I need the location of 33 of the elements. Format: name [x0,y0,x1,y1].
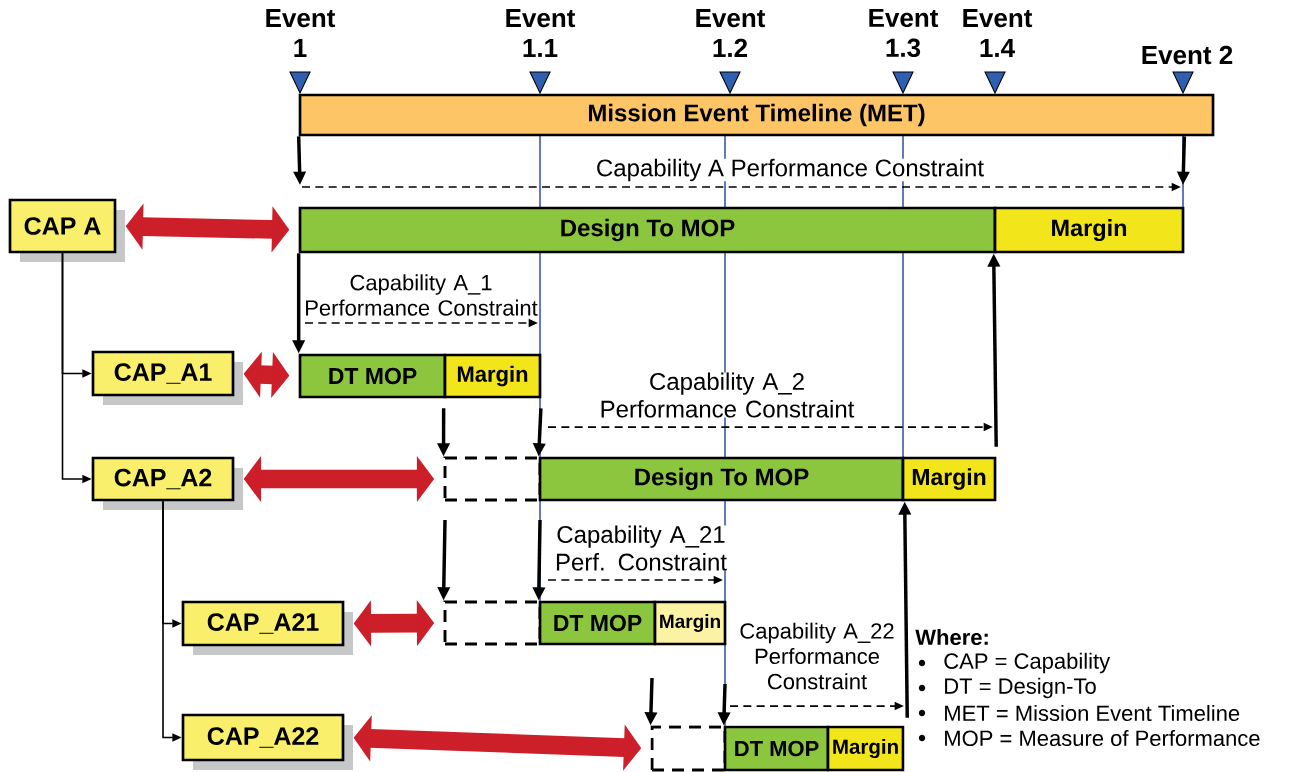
legend-item: MOP = Measure of Performance [918,729,1260,747]
capability-box: CAP_A2 [91,456,243,510]
constraint-label: Capability A_1 Performance Constraint [303,274,539,316]
margin-bar: Margin [993,206,1185,254]
constraint-label: Capability A Performance Constraint [595,158,985,182]
margin-bar: Margin [901,456,997,502]
constraint-label: Capability A_2 Performance Constraint [593,372,861,418]
event-label: Event 1.2 [696,9,766,57]
legend-item: CAP = Capability [918,652,1111,674]
margin-bar: Margin [653,600,727,646]
event-label: Event 1.3 [869,9,939,58]
event-label: Event 1 [266,9,336,57]
capability-box: CAP A [8,198,125,262]
capability-box: CAP_A1 [91,350,243,405]
dashed-box [650,725,727,772]
capability-box: CAP_A21 [181,600,353,655]
design-bar: DT MOP [298,353,447,399]
event-label: Event 1.4 [963,9,1033,57]
capability-box: CAP_A22 [181,713,353,770]
legend-item: MET = Mission Event Timeline [918,704,1240,722]
legend-item: DT = Design-To [918,677,1096,699]
margin-bar: Margin [443,353,542,399]
event-label: Event 2 [1142,45,1233,65]
margin-bar: Margin [826,725,905,772]
constraint-label: Capability A_22 Performance Constraint [735,622,899,690]
design-bar: Design To MOP [538,456,905,502]
constraint-label: Capability A_21 Perf. Constraint [551,525,731,571]
design-bar: Design To MOP [298,206,997,254]
event-label: Event 1.1 [506,9,576,57]
timeline-bar: Mission Event Timeline (MET) [298,93,1215,137]
design-bar: DT MOP [538,600,657,646]
legend-heading: Where: [915,628,988,646]
design-bar: DT MOP [723,725,830,772]
